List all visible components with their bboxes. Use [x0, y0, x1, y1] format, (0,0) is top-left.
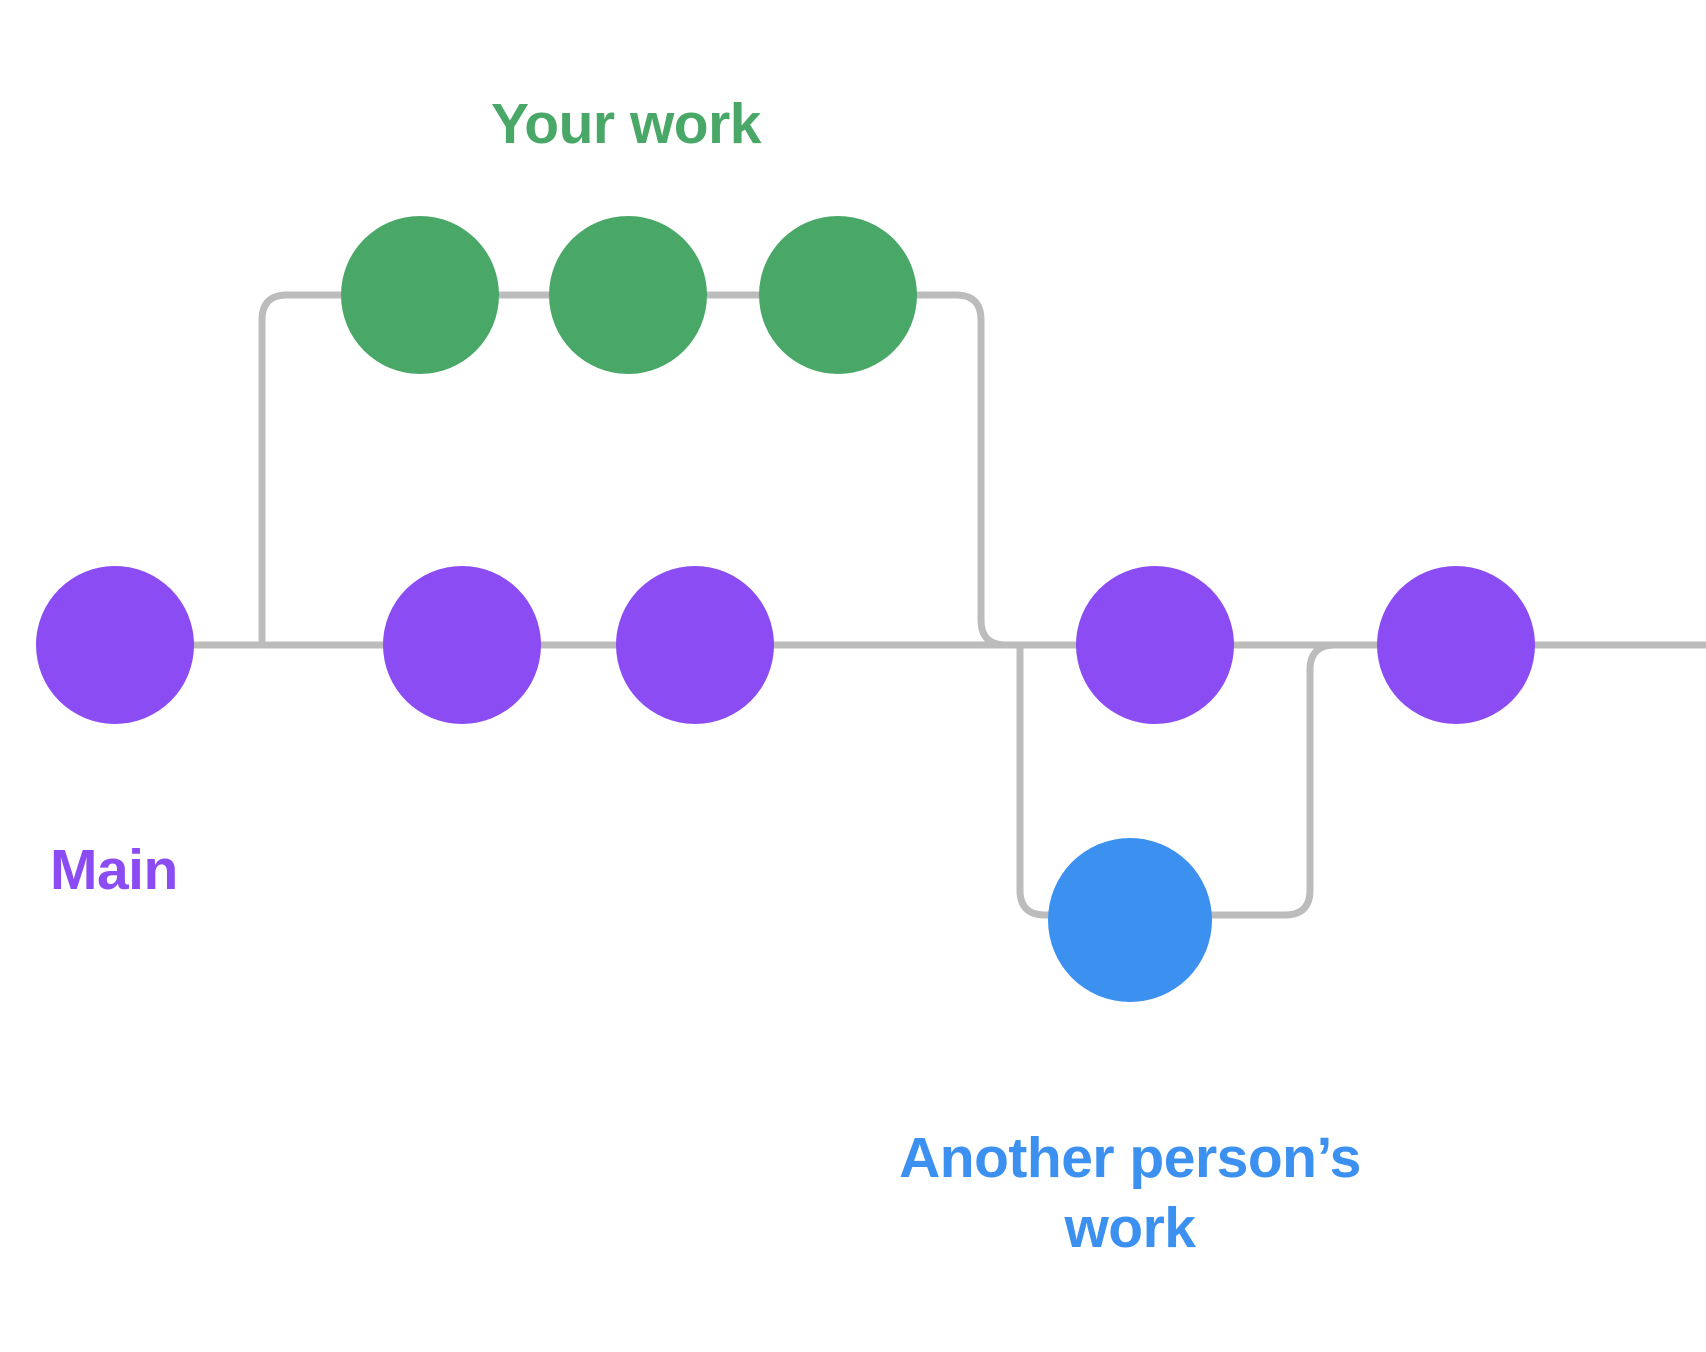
commit-node-main-3[interactable] [616, 566, 774, 724]
commit-node-your-work-3[interactable] [759, 216, 917, 374]
branch-label-main: Main [50, 838, 178, 902]
commit-node-main-2[interactable] [383, 566, 541, 724]
commit-node-main-4[interactable] [1076, 566, 1234, 724]
connector-your-work-merge [913, 291, 1080, 649]
commit-node-another-person-1[interactable] [1048, 838, 1212, 1002]
commit-node-your-work-2[interactable] [549, 216, 707, 374]
branch-label-your-work: Your work [491, 92, 761, 156]
connector-your-work-fork [258, 291, 345, 649]
commit-node-your-work-1[interactable] [341, 216, 499, 374]
branch-label-another-person-work: Another person’s work [899, 1126, 1361, 1260]
connector-another-person-merge [1202, 641, 1381, 919]
commit-node-main-5[interactable] [1377, 566, 1535, 724]
connector-another-person-fork [1016, 641, 1060, 919]
commit-node-main-1[interactable] [36, 566, 194, 724]
